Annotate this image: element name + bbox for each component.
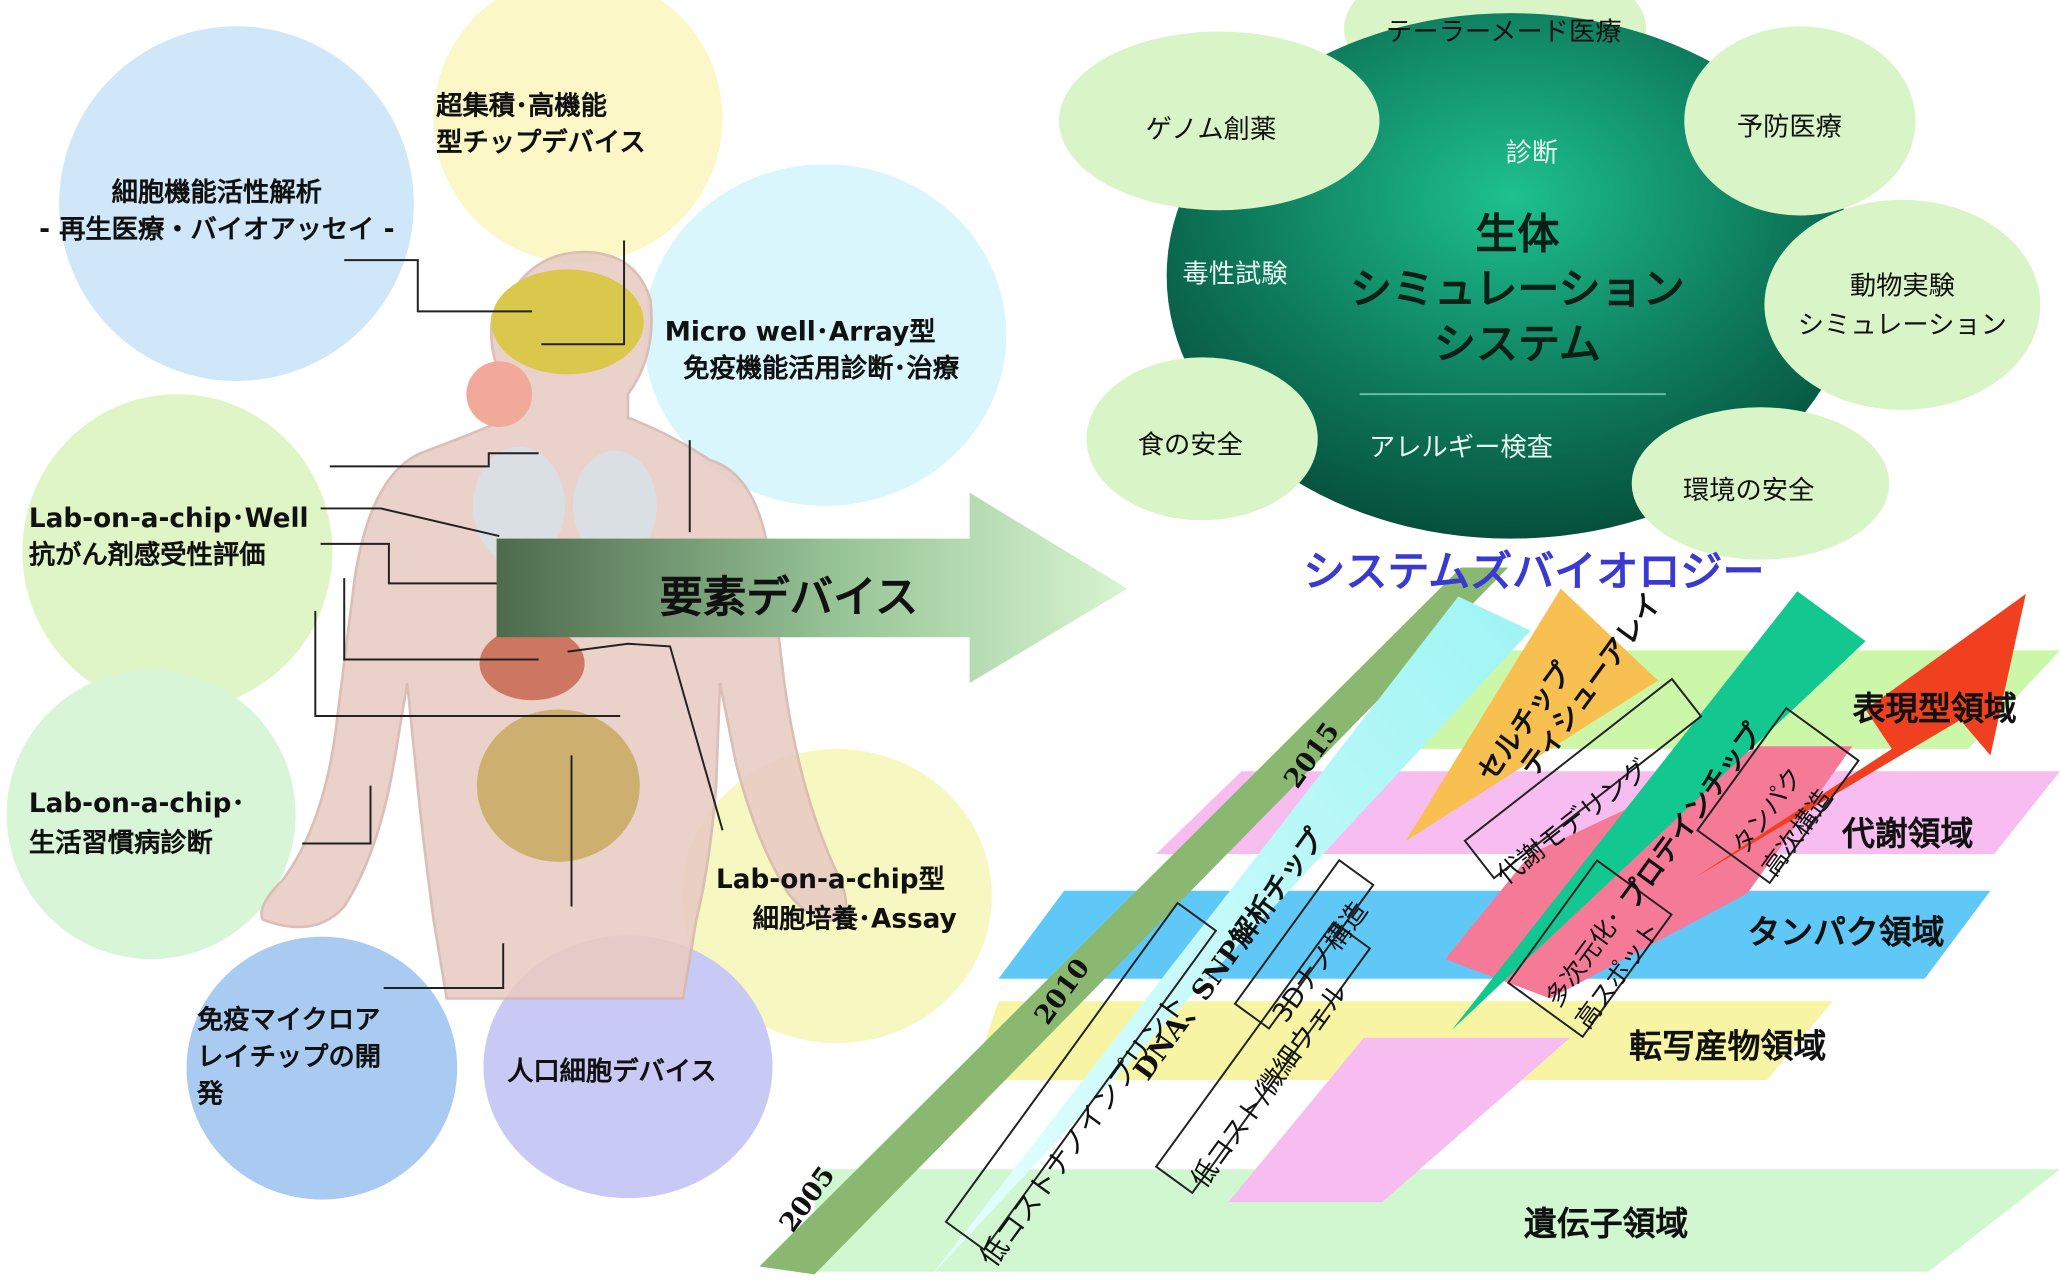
circle-immune-line3: 発 <box>197 1077 224 1109</box>
intestine <box>476 709 640 862</box>
satellite-animal: 動物実験 シミュレーション <box>1797 265 2007 344</box>
box-nanoimprint <box>944 901 1218 1252</box>
hub-toxicity: 毒性試験 <box>1182 257 1288 290</box>
circle-life-bg <box>6 670 296 960</box>
brain <box>491 269 644 375</box>
band-pink-lower <box>1228 1037 1570 1203</box>
satellite-animal-line1: 動物実験 <box>1849 269 1955 301</box>
hub-center-text: 生体 シミュレーション システム <box>1327 206 1708 372</box>
circle-well-bg <box>22 394 333 710</box>
circle-chip-line2: 型チップデバイス <box>436 126 646 158</box>
hub-allergy: アレルギー検査 <box>1368 430 1553 463</box>
circle-life-line2: 生活習慣病診断 <box>28 826 213 858</box>
satellite-food-bg <box>1086 357 1318 521</box>
satellite-tailor: テーラーメード医療 <box>1386 15 1622 48</box>
satellite-env-bg <box>1631 407 1890 560</box>
cyan-triangle <box>930 596 1531 1278</box>
domain-transcript: 転写産物領域 <box>1629 1027 1827 1066</box>
circle-life-line1: Lab-on-a-chip･ <box>28 786 245 819</box>
satellite-prevent: 予防医療 <box>1736 110 1842 142</box>
circle-immune-bg <box>186 936 458 1200</box>
circle-cell-text: 細胞機能活性解析 - 再生医療・バイオアッセイ - <box>26 173 407 247</box>
circle-well-line1: Lab-on-a-chip･Well <box>28 501 309 534</box>
circle-chip-bg <box>433 0 723 263</box>
satellite-genome: ゲノム創薬 <box>1145 112 1277 145</box>
box-multidim <box>1506 859 1673 1039</box>
circle-cell-line1: 細胞機能活性解析 <box>111 176 322 208</box>
box-nano3d <box>1233 858 1375 1030</box>
hub-diagnosis: 診断 <box>1505 136 1559 169</box>
circle-micro-bg <box>643 164 1007 506</box>
circle-immune-text: 免疫マイクロア レイチップの開 発 <box>197 1001 381 1111</box>
circle-artificial-bg <box>483 935 773 1199</box>
hub-center-line2: シミュレーション <box>1350 264 1685 314</box>
circle-chip-line1: 超集積･高機能 <box>436 89 607 121</box>
circle-micro-line1: Micro well･Array型 <box>664 315 936 347</box>
circle-micro-line2: 免疫機能活用診断･治療 <box>683 352 960 384</box>
circle-culture-text: Lab-on-a-chip型 細胞培養･Assay <box>716 859 957 938</box>
circle-immune-line2: レイチップの開 <box>197 1040 382 1073</box>
domain-metabolism: 代謝領域 <box>1841 814 1974 853</box>
circle-artificial-text: 人口細胞デバイス <box>507 1054 717 1087</box>
systems-biology-title: システムズバイオロジー <box>1303 546 1765 597</box>
circle-immune-line1: 免疫マイクロア <box>197 1003 381 1036</box>
circle-chip-text: 超集積･高機能 型チップデバイス <box>436 87 645 161</box>
box-microwell <box>1154 920 1372 1195</box>
circle-life-text: Lab-on-a-chip･ 生活習慣病診断 <box>29 783 245 862</box>
orange-triangle <box>1405 588 1659 841</box>
arrow-label: 要素デバイス <box>659 571 919 623</box>
green-triangle <box>1451 591 1866 1031</box>
liver <box>479 626 585 701</box>
circle-well-text: Lab-on-a-chip･Well 抗がん剤感受性評価 <box>29 499 309 573</box>
red-triangle <box>1694 593 2026 878</box>
circle-culture-line2: 細胞培養･Assay <box>752 902 957 935</box>
satellite-food: 食の安全 <box>1137 428 1243 460</box>
circle-cell-bg <box>59 26 414 382</box>
satellite-animal-bg <box>1764 199 2041 410</box>
satellite-animal-line2: シミュレーション <box>1797 308 2007 341</box>
circle-cell-line2: - 再生医療・バイオアッセイ - <box>39 212 395 245</box>
box-protein-struct <box>1696 706 1860 885</box>
hub-center-line3: システム <box>1433 319 1601 370</box>
domain-gene: 遺伝子領域 <box>1524 1204 1689 1243</box>
domain-protein: タンパク領域 <box>1747 913 1945 952</box>
element-device-arrow <box>496 492 1128 684</box>
circle-well-line2: 抗がん剤感受性評価 <box>28 538 266 571</box>
leader-lines <box>302 240 724 989</box>
satellite-prevent-bg <box>1684 26 1916 216</box>
satellite-genome-bg <box>1058 31 1380 211</box>
satellite-env: 環境の安全 <box>1682 474 1815 506</box>
band-gene <box>814 1169 2060 1272</box>
hub-center-line1: 生体 <box>1475 208 1560 259</box>
circle-micro-text: Micro well･Array型 免疫機能活用診断･治療 <box>665 313 959 387</box>
domain-phenotype: 表現型領域 <box>1852 689 2017 728</box>
circle-culture-line1: Lab-on-a-chip型 <box>716 863 945 895</box>
box-metabolic <box>1463 677 1703 880</box>
timeline-bar <box>759 567 1509 1275</box>
